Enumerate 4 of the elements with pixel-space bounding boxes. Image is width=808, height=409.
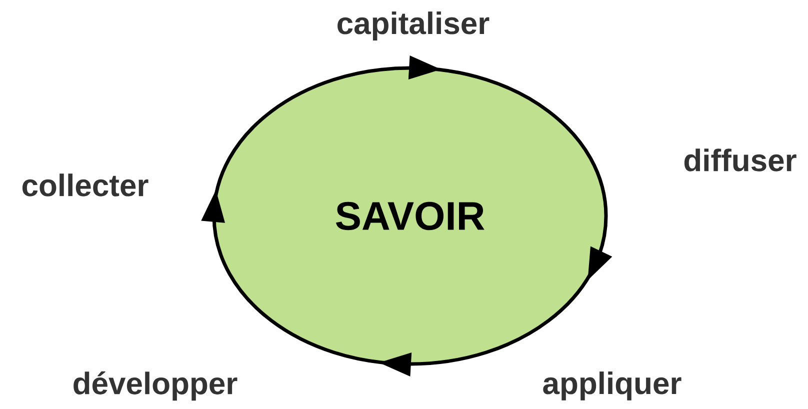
step-label: appliquer [543, 372, 682, 400]
step-label: développer [74, 371, 238, 401]
step-label: collecter [22, 174, 148, 196]
step-label: diffuser [684, 148, 796, 172]
